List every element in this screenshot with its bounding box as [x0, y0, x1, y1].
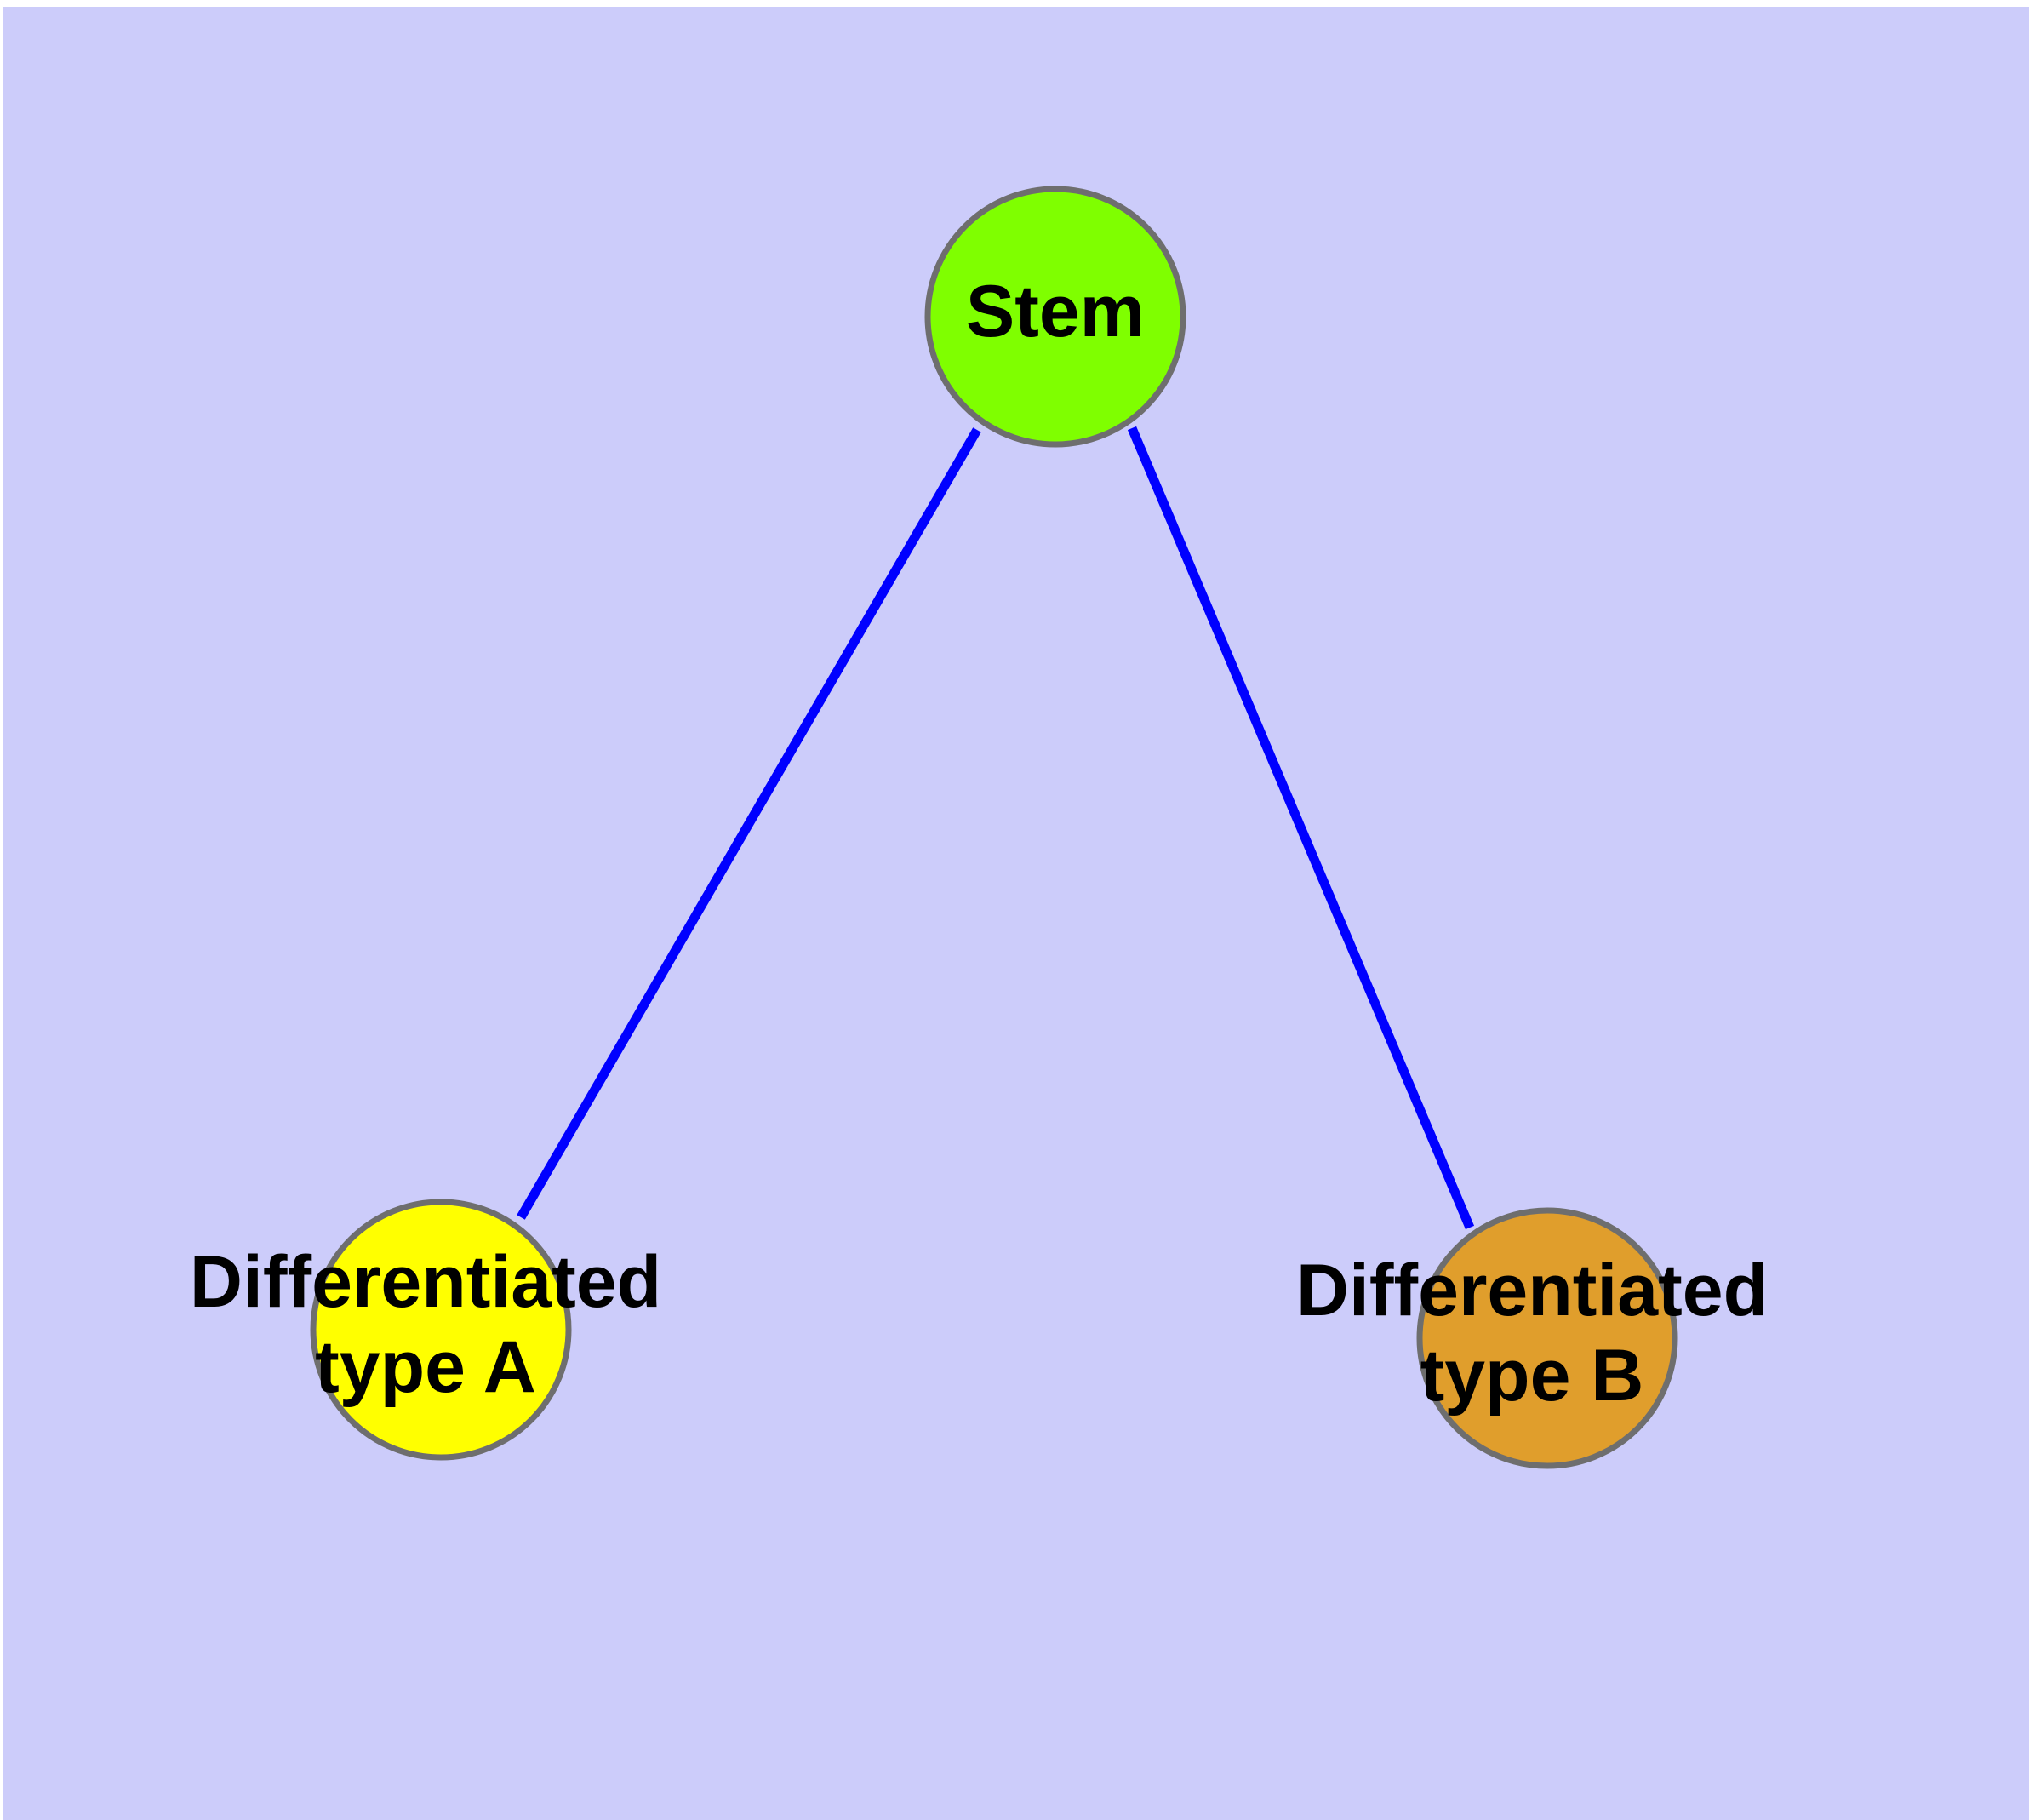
nodes-layer: [310, 186, 1678, 1469]
node-label-line: type A: [315, 1326, 536, 1408]
node-label-line: Differentiated: [1296, 1250, 1768, 1331]
node-label-line: Differentiated: [190, 1241, 661, 1323]
node-stem[interactable]: [924, 186, 1186, 448]
node-diff_a[interactable]: [310, 1199, 572, 1461]
edges-layer: [517, 426, 1475, 1230]
node-diff_b[interactable]: [1416, 1207, 1678, 1469]
edge-stem-diff-b[interactable]: [1127, 426, 1475, 1230]
node-label-line: type B: [1420, 1335, 1644, 1417]
edge-stem-diff-a[interactable]: [517, 427, 981, 1220]
node-label-stem: Stem: [966, 271, 1145, 352]
node-label-line: Stem: [966, 271, 1145, 352]
